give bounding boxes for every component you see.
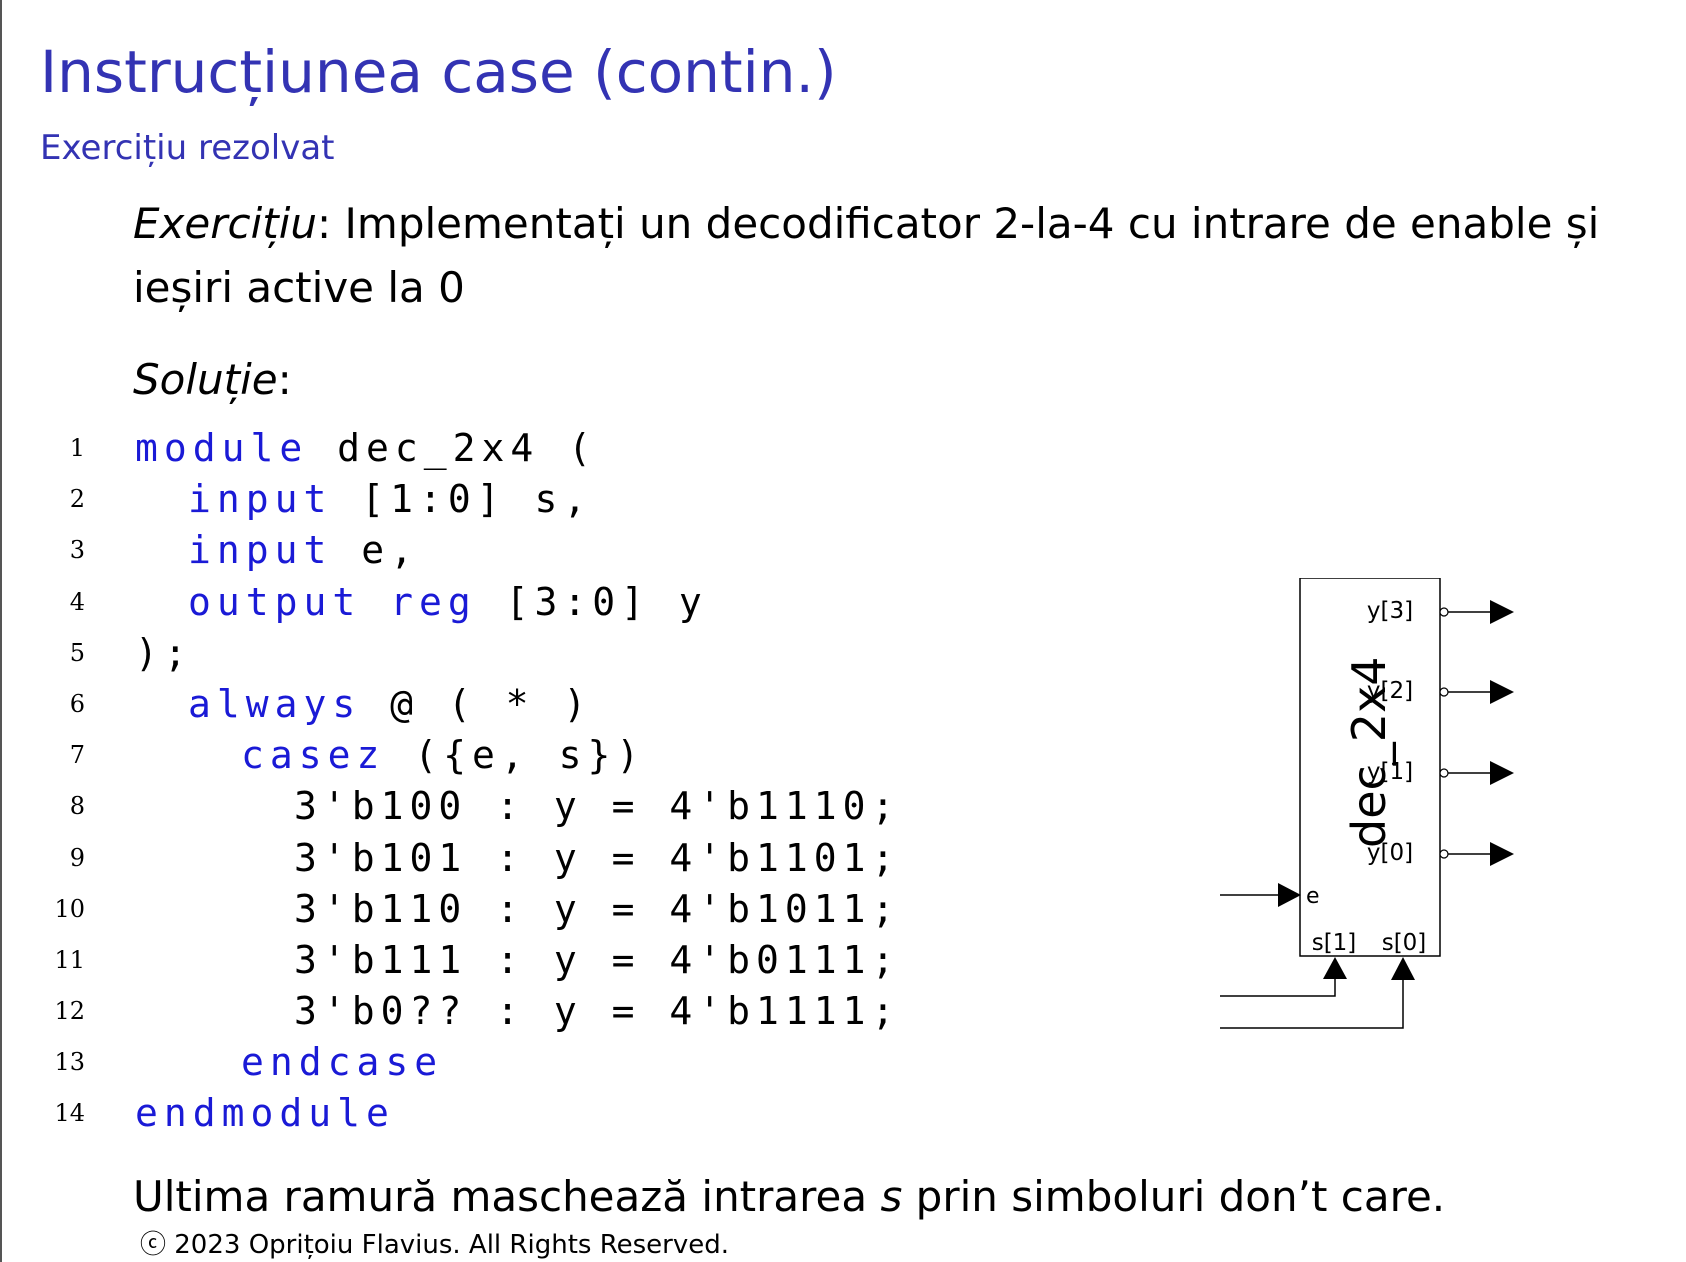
line-number: 1	[69, 434, 85, 462]
inversion-bubble	[1439, 607, 1449, 617]
note-var: s	[880, 1172, 903, 1221]
select-label-s1: s[1]	[1312, 930, 1357, 956]
line-number: 11	[54, 945, 85, 974]
enable-label: e	[1306, 884, 1320, 909]
inversion-bubble	[1439, 768, 1449, 778]
line-number: 5	[69, 638, 85, 667]
line-content: 3'b110 : y = 4'b1011;	[294, 884, 900, 935]
line-content: 3'b111 : y = 4'b0111;	[294, 935, 900, 986]
inversion-bubble	[1439, 687, 1449, 697]
code-keyword: module	[135, 426, 309, 470]
slide-title: Instrucțiunea case (contin.)	[40, 38, 837, 106]
line-number: 8	[69, 792, 85, 821]
output-arrow	[1490, 842, 1514, 866]
line-number: 7	[69, 741, 85, 770]
exercise-statement: Exercițiu: Implementați un decodificator…	[133, 192, 1613, 320]
note-after: prin simboluri don’t care.	[902, 1172, 1446, 1221]
output-y3: y[3]	[1367, 598, 1514, 624]
solution-heading: Soluție:	[133, 355, 292, 404]
inversion-bubble	[1439, 849, 1449, 859]
code-text: [1:0] s,	[332, 477, 593, 522]
exercise-label: Exercițiu	[133, 199, 318, 248]
line-content: 3'b101 : y = 4'b1101;	[294, 833, 900, 884]
enable-input: e	[1220, 883, 1320, 909]
line-content: 3'b100 : y = 4'b1110;	[294, 781, 900, 832]
code-keyword: input	[188, 477, 333, 522]
block-name: dec_2x4	[1342, 656, 1396, 848]
decoder-block	[1299, 578, 1441, 957]
select-arrow-s0	[1391, 957, 1415, 980]
select-inputs: s[1] s[0]	[1220, 930, 1427, 997]
line-number: 9	[69, 843, 85, 872]
code-text: 3'b100 : y = 4'b1110;	[294, 784, 901, 829]
output-label: y[3]	[1367, 598, 1413, 624]
output-arrow	[1490, 680, 1514, 704]
solution-colon: :	[277, 355, 292, 404]
line-content: module dec_2x4 (	[135, 423, 597, 474]
output-label: y[0]	[1367, 840, 1413, 866]
code-text: e,	[332, 528, 420, 573]
select-label-s0: s[0]	[1382, 930, 1427, 956]
note-text: Ultima ramură maschează intrarea s prin …	[133, 1172, 1445, 1221]
line-number: 12	[54, 997, 85, 1026]
decoder-block-diagram: dec_2x4 y[3] y[2] y[1] y[0] e s[1] s[0]	[1220, 578, 1514, 997]
output-arrow	[1490, 761, 1514, 785]
output-arrow	[1490, 600, 1514, 624]
code-keyword: endmodule	[135, 1091, 395, 1136]
line-content: always @ ( * )	[188, 679, 592, 730]
code-text: @ ( * )	[361, 681, 593, 726]
code-keyword: input	[188, 528, 333, 573]
line-content: );	[135, 628, 193, 679]
line-content: input e,	[188, 525, 419, 576]
code-keyword: endcase	[241, 1040, 444, 1085]
slide-subtitle: Exercițiu rezolvat	[40, 128, 335, 168]
line-number: 4	[69, 587, 85, 616]
output-y0: y[0]	[1367, 840, 1514, 866]
enable-arrow	[1278, 883, 1301, 907]
line-number: 6	[69, 689, 85, 718]
code-keyword: always	[188, 681, 362, 726]
solution-label: Soluție	[133, 355, 278, 404]
line-number: 2	[69, 485, 85, 514]
line-number: 3	[69, 536, 85, 565]
left-border	[0, 0, 2, 1262]
code-text: 3'b111 : y = 4'b0111;	[294, 937, 901, 982]
line-number: 10	[54, 894, 85, 923]
code-text: );	[135, 630, 193, 675]
output-y2: y[2]	[1367, 678, 1514, 704]
line-content: endcase	[241, 1037, 443, 1088]
code-text: dec_2x4 (	[308, 426, 598, 470]
exercise-text: : Implementați un decodificator 2-la-4 c…	[133, 199, 1600, 312]
output-label: y[2]	[1367, 678, 1413, 704]
code-text: [3:0] y	[476, 579, 708, 624]
line-number: 14	[54, 1099, 85, 1128]
select-arrow-s1	[1323, 957, 1347, 979]
output-label: y[1]	[1367, 759, 1413, 785]
line-number: 13	[54, 1048, 85, 1077]
output-y1: y[1]	[1367, 759, 1514, 785]
line-content: casez ({e, s})	[241, 730, 645, 781]
code-keyword: output reg	[188, 579, 477, 624]
code-text: ({e, s})	[385, 733, 646, 778]
code-text: 3'b0?? : y = 4'b1111;	[294, 989, 901, 1034]
line-content: 3'b0?? : y = 4'b1111;	[294, 986, 900, 1037]
code-text: 3'b101 : y = 4'b1101;	[294, 835, 901, 880]
copyright-footer: ⓒ 2023 Oprițoiu Flavius. All Rights Rese…	[140, 1230, 729, 1260]
code-text: 3'b110 : y = 4'b1011;	[294, 886, 901, 931]
line-content: output reg [3:0] y	[188, 577, 708, 628]
code-keyword: casez	[241, 733, 386, 778]
select-s0-wire	[1220, 957, 1415, 1029]
line-content: input [1:0] s,	[188, 474, 592, 525]
line-content: endmodule	[135, 1088, 395, 1139]
note-before: Ultima ramură maschează intrarea	[133, 1172, 881, 1221]
